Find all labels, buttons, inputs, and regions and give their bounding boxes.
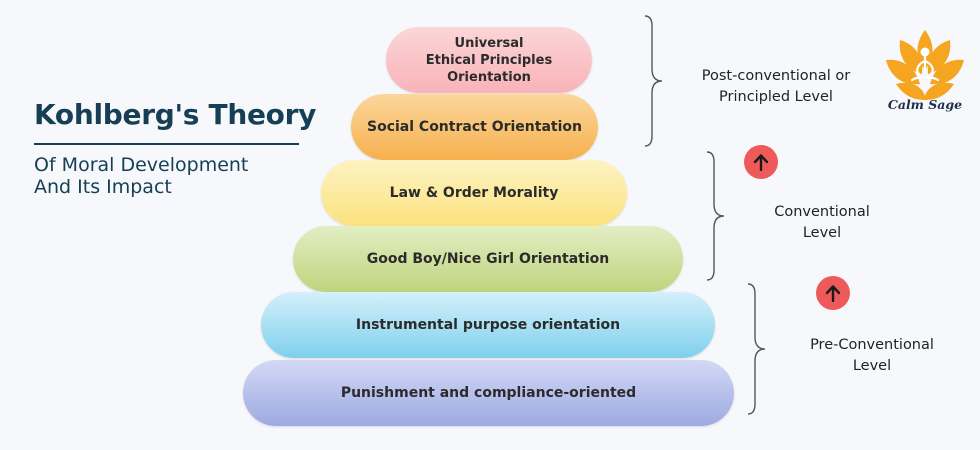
stage-label: Good Boy/Nice Girl Orientation (366, 251, 610, 267)
level-label-line: Level (852, 358, 892, 374)
logo-text: Calm Sage (887, 97, 963, 112)
level-label-line: Post-conventional or (701, 68, 851, 84)
arrow-up-icon (816, 276, 850, 310)
level-label-line: Conventional (774, 204, 870, 220)
stage-label: Law & Order Morality (389, 185, 559, 201)
stage-universal-ethical-principles: Universal Ethical Principles Orientation (386, 27, 592, 93)
level-label-line: Pre-Conventional (810, 337, 934, 353)
level-label-post-conventional: Post-conventional or Principled Level (676, 66, 876, 108)
title-divider (34, 143, 299, 145)
brace-conventional (706, 151, 725, 281)
stage-instrumental-purpose: Instrumental purpose orientation (261, 292, 715, 358)
stage-punishment-compliance: Punishment and compliance-oriented (243, 360, 734, 426)
stage-good-boy-nice-girl: Good Boy/Nice Girl Orientation (293, 226, 683, 292)
page-title: Kohlberg's Theory (34, 98, 317, 131)
brace-post-conventional (644, 15, 663, 147)
stage-label: Instrumental purpose orientation (355, 317, 621, 333)
page-subtitle: Of Moral Development And Its Impact (34, 154, 314, 198)
brace-pre-conventional (747, 283, 766, 415)
lotus-meditation-icon (886, 30, 964, 100)
stage-label-line: Ethical Principles (425, 52, 553, 68)
stage-law-and-order: Law & Order Morality (321, 160, 627, 226)
stage-label-line: Universal (454, 35, 524, 51)
stage-label-line: Orientation (447, 69, 531, 85)
level-label-line: Principled Level (719, 89, 833, 105)
level-label-pre-conventional: Pre-Conventional Level (782, 335, 962, 377)
level-label-line: Level (802, 225, 842, 241)
stage-social-contract: Social Contract Orientation (351, 94, 598, 160)
arrow-up-icon (744, 145, 778, 179)
level-label-conventional: Conventional Level (732, 202, 912, 244)
stage-label: Punishment and compliance-oriented (340, 385, 637, 401)
subtitle-line-2: And Its Impact (34, 176, 172, 198)
subtitle-line-1: Of Moral Development (34, 154, 249, 176)
stage-label: Social Contract Orientation (367, 119, 582, 135)
